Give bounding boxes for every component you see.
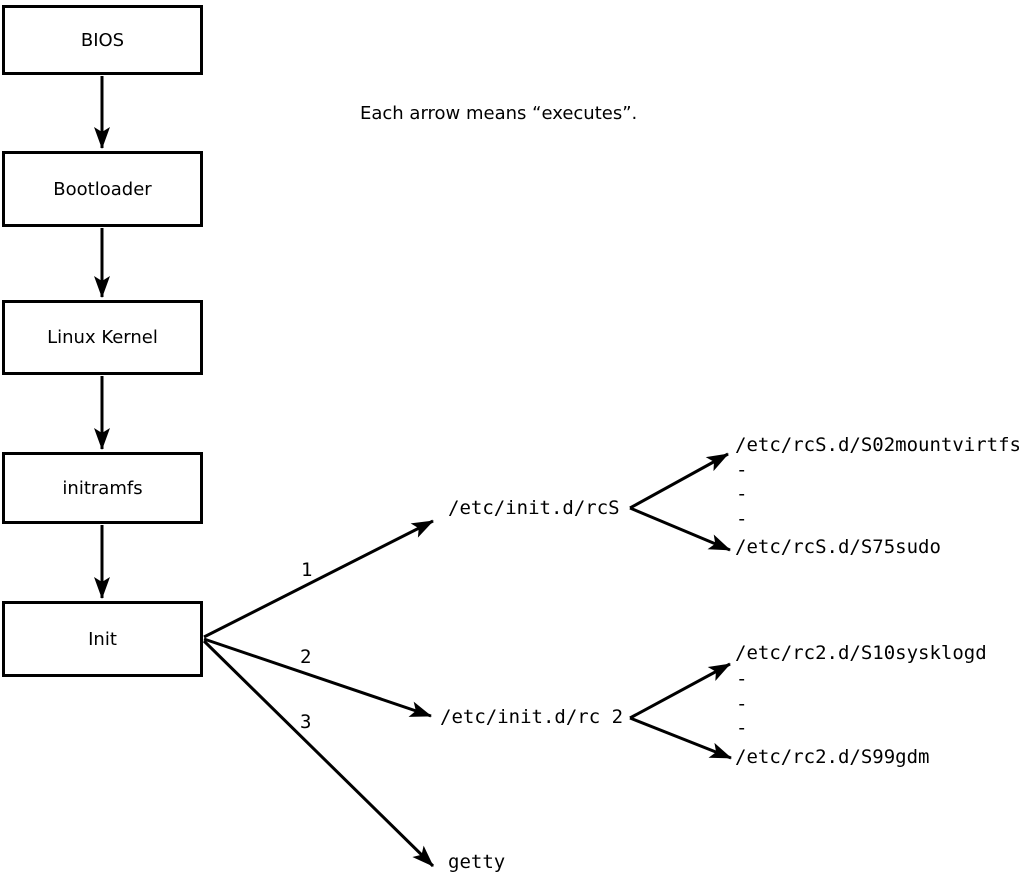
arrow-label-2: 2	[300, 646, 312, 668]
box-bootloader-label: Bootloader	[53, 178, 152, 200]
arrow-rc2-to-first-script	[629, 662, 731, 720]
arrow-label-3: 3	[300, 711, 312, 733]
target-rc2: /etc/init.d/rc 2	[440, 706, 624, 728]
box-bios: BIOS	[2, 5, 203, 75]
rc2-script-last: /etc/rc2.d/S99gdm	[735, 746, 930, 768]
rc2-ellipsis-dash-1: -	[736, 668, 748, 690]
rcS-ellipsis-dash-2: -	[736, 483, 748, 505]
rcS-ellipsis-dash-3: -	[736, 508, 748, 530]
rc2-ellipsis-dash-2: -	[736, 693, 748, 715]
box-initramfs: initramfs	[2, 452, 203, 524]
box-bios-label: BIOS	[80, 29, 125, 51]
box-linux-kernel: Linux Kernel	[2, 300, 203, 375]
box-initramfs-label: initramfs	[62, 477, 143, 499]
legend-note: Each arrow means “executes”.	[360, 103, 638, 124]
arrow-rc2-to-last-script	[629, 716, 732, 760]
target-getty: getty	[448, 851, 506, 873]
rcS-ellipsis-dash-1: -	[736, 459, 748, 481]
rcS-script-first: /etc/rcS.d/S02mountvirtfs	[735, 434, 1021, 456]
box-init: Init	[2, 601, 203, 677]
arrow-label-1: 1	[301, 559, 313, 581]
box-bootloader: Bootloader	[2, 151, 203, 227]
arrow-rcS-to-first-script	[629, 452, 729, 510]
box-linux-kernel-label: Linux Kernel	[47, 327, 158, 348]
arrow-init-to-getty	[202, 639, 435, 868]
rcS-script-last: /etc/rcS.d/S75sudo	[735, 536, 941, 558]
box-init-label: Init	[88, 628, 117, 650]
rc2-ellipsis-dash-3: -	[736, 717, 748, 739]
target-rcS: /etc/init.d/rcS	[448, 497, 620, 519]
arrow-init-to-rc2	[203, 637, 432, 718]
arrow-rcS-to-last-script	[629, 506, 731, 552]
rc2-script-first: /etc/rc2.d/S10sysklogd	[735, 642, 987, 664]
arrow-init-to-rcS	[203, 519, 434, 639]
